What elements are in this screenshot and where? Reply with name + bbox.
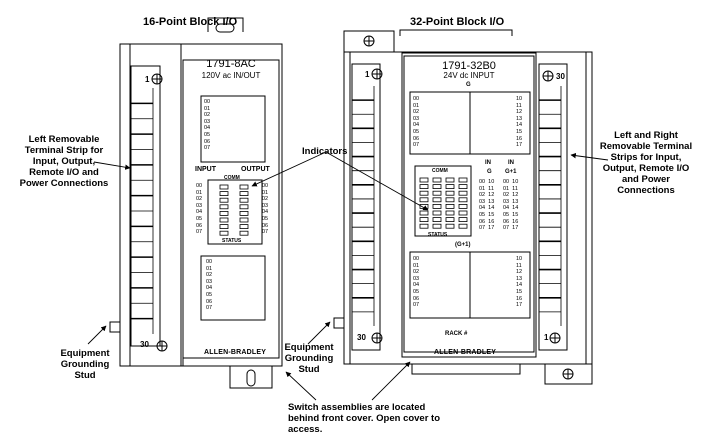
callout-switch: Switch assemblies are located behind fro… <box>288 402 441 435</box>
callout-ground-left: Equipment Grounding Stud <box>60 348 110 381</box>
left-brand: ALLEN-BRADLEY <box>204 349 267 356</box>
indicator-led <box>445 203 455 209</box>
left-title: 16-Point Block I/O <box>143 16 238 28</box>
indicator-led <box>419 184 429 190</box>
indicator-led <box>458 190 468 196</box>
indicator-led <box>458 223 468 229</box>
indicator-led <box>419 190 429 196</box>
left-model: 1791-8AC <box>206 58 256 70</box>
left-indicator-in: 00 01 02 03 04 05 06 07 <box>196 183 203 236</box>
indicator-led <box>432 210 442 216</box>
indicator-led <box>445 184 455 190</box>
right-in-label-2: IN <box>508 160 514 166</box>
indicator-led <box>458 197 468 203</box>
left-indicator-out: 00 01 02 03 04 05 06 07 <box>262 183 269 236</box>
right-g-label: G <box>466 82 471 88</box>
left-desc: 120V ac IN/OUT <box>201 71 261 80</box>
right-terminal-right-top: 30 <box>556 72 565 81</box>
indicator-led <box>432 223 442 229</box>
indicator-led <box>219 191 229 197</box>
left-comm: COMM <box>224 175 240 181</box>
indicator-led <box>458 203 468 209</box>
terminal-strip-teeth <box>131 86 562 334</box>
right-terminal-left-bottom: 30 <box>357 333 366 342</box>
indicator-led <box>445 190 455 196</box>
indicator-led <box>239 204 249 210</box>
indicator-led <box>219 224 229 230</box>
indicator-led <box>419 217 429 223</box>
indicator-led <box>219 204 229 210</box>
indicator-led <box>445 197 455 203</box>
left-switch-channels: 00 01 02 03 04 05 06 07 <box>206 259 213 312</box>
right-comm: COMM <box>432 168 448 174</box>
callout-right-strip: Left and Right Removable Terminal Strips… <box>599 130 693 196</box>
indicator-led <box>219 217 229 223</box>
left-module <box>109 17 283 389</box>
right-brand: ALLEN-BRADLEY <box>434 349 497 356</box>
indicator-led <box>419 177 429 183</box>
indicator-led <box>445 217 455 223</box>
indicator-led <box>239 197 249 203</box>
callout-ground-right: Equipment Grounding Stud <box>284 342 334 375</box>
indicator-led <box>219 184 229 190</box>
indicator-led <box>458 217 468 223</box>
right-desc: 24V dc INPUT <box>443 71 495 80</box>
indicator-led <box>445 210 455 216</box>
left-output-label: OUTPUT <box>241 166 270 173</box>
right-terminal-left-top: 1 <box>365 70 370 79</box>
right-ind-g: 00 10 01 11 02 12 03 13 04 14 05 15 06 1… <box>479 179 495 232</box>
left-status: STATUS <box>222 238 242 244</box>
left-input-label: INPUT <box>195 166 216 173</box>
right-in-g: G <box>487 169 492 175</box>
left-terminal-top: 1 <box>145 75 150 84</box>
callout-indicators: Indicators <box>302 146 348 157</box>
indicator-led <box>432 203 442 209</box>
indicator-led <box>432 184 442 190</box>
indicator-led <box>219 197 229 203</box>
right-status: STATUS <box>428 232 448 238</box>
right-upper-low: 00 01 02 03 04 05 06 07 <box>413 96 420 149</box>
indicator-led <box>419 223 429 229</box>
indicator-led <box>219 230 229 236</box>
indicator-leds <box>219 177 468 236</box>
indicator-led <box>419 210 429 216</box>
right-in-label-1: IN <box>485 160 491 166</box>
right-upper-high: 10 11 12 13 14 15 16 17 <box>516 96 523 149</box>
indicator-led <box>445 223 455 229</box>
right-lower-low: 00 01 02 03 04 05 06 07 <box>413 256 420 309</box>
right-lower-high: 10 11 12 13 14 15 16 17 <box>516 256 523 309</box>
indicator-led <box>458 184 468 190</box>
indicator-led <box>419 197 429 203</box>
indicator-led <box>239 184 249 190</box>
indicator-led <box>239 210 249 216</box>
left-terminal-bottom: 30 <box>140 340 149 349</box>
indicator-led <box>445 177 455 183</box>
right-title: 32-Point Block I/O <box>410 16 505 28</box>
right-ind-g1: 00 10 01 11 02 12 03 13 04 14 05 15 06 1… <box>503 179 519 232</box>
right-terminal-right-bottom: 1 <box>544 333 549 342</box>
indicator-led <box>239 191 249 197</box>
indicator-led <box>432 177 442 183</box>
callout-left-strip: Left Removable Terminal Strip for Input,… <box>19 134 109 189</box>
indicator-led <box>432 197 442 203</box>
indicator-led <box>219 210 229 216</box>
left-display-channels: 00 01 02 03 04 05 06 07 <box>204 99 211 152</box>
right-in-g1: G+1 <box>505 169 517 175</box>
indicator-led <box>239 230 249 236</box>
indicator-led <box>432 217 442 223</box>
indicator-led <box>239 217 249 223</box>
right-rack: RACK # <box>445 331 468 337</box>
right-module <box>333 29 593 385</box>
indicator-led <box>458 177 468 183</box>
indicator-led <box>458 210 468 216</box>
right-g1-label: (G+1) <box>455 242 471 248</box>
indicator-led <box>432 190 442 196</box>
leader-lines <box>87 151 609 401</box>
indicator-led <box>239 224 249 230</box>
right-model: 1791-32B0 <box>442 60 496 72</box>
